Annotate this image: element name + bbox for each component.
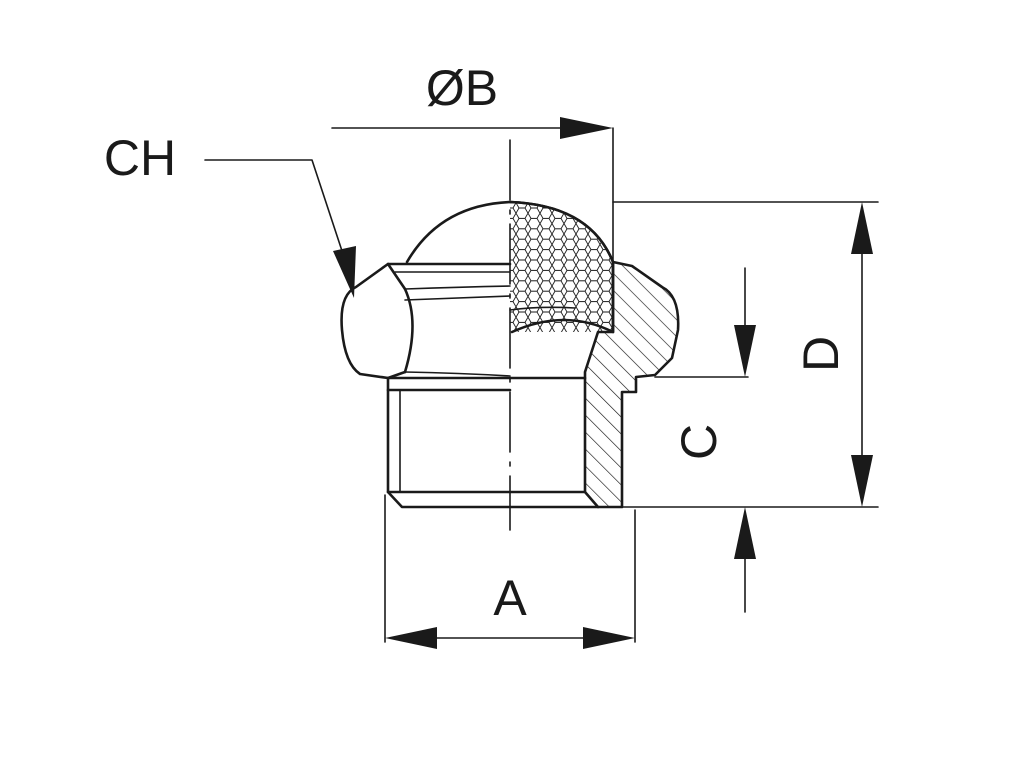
label-diameter-b: ØB: [426, 60, 498, 116]
hex-nut-flat-edge: [403, 287, 414, 374]
hex-nut-bottom-chamfer: [386, 370, 407, 380]
mesh-filter: [510, 202, 613, 332]
hex-nut-inner-curve: [509, 306, 576, 311]
dim-d-arrowhead-top: [851, 202, 873, 254]
label-c: C: [671, 424, 727, 460]
hex-nut-face-middle: [404, 295, 511, 301]
ch-leader-line: [204, 159, 346, 261]
label-ch: CH: [104, 130, 176, 186]
threaded-shank-outline: [386, 376, 600, 509]
dim-a-arrowhead-left: [385, 627, 437, 649]
dim-c-arrowhead-bottom: [734, 507, 756, 559]
label-d: D: [793, 336, 849, 372]
dimension-diameter-b: ØB: [331, 60, 614, 263]
label-a: A: [493, 570, 527, 626]
hex-nut-face-upper: [404, 285, 511, 290]
dim-d-arrowhead-bottom: [851, 455, 873, 507]
dim-c-arrowhead-top: [734, 325, 756, 377]
dim-a-arrowhead-right: [583, 627, 635, 649]
hex-nut-outline: [340, 262, 512, 380]
dimension-a: A: [384, 494, 636, 649]
dimension-c: C: [654, 267, 756, 613]
hex-nut-top-chamfer: [386, 262, 407, 291]
dimension-d: D: [612, 201, 879, 508]
dim-b-arrowhead: [560, 117, 613, 139]
dimension-ch: CH: [104, 130, 356, 298]
ch-arrowhead: [333, 246, 356, 298]
hex-nut-face-lower: [404, 371, 511, 377]
plug-body: [340, 139, 680, 531]
